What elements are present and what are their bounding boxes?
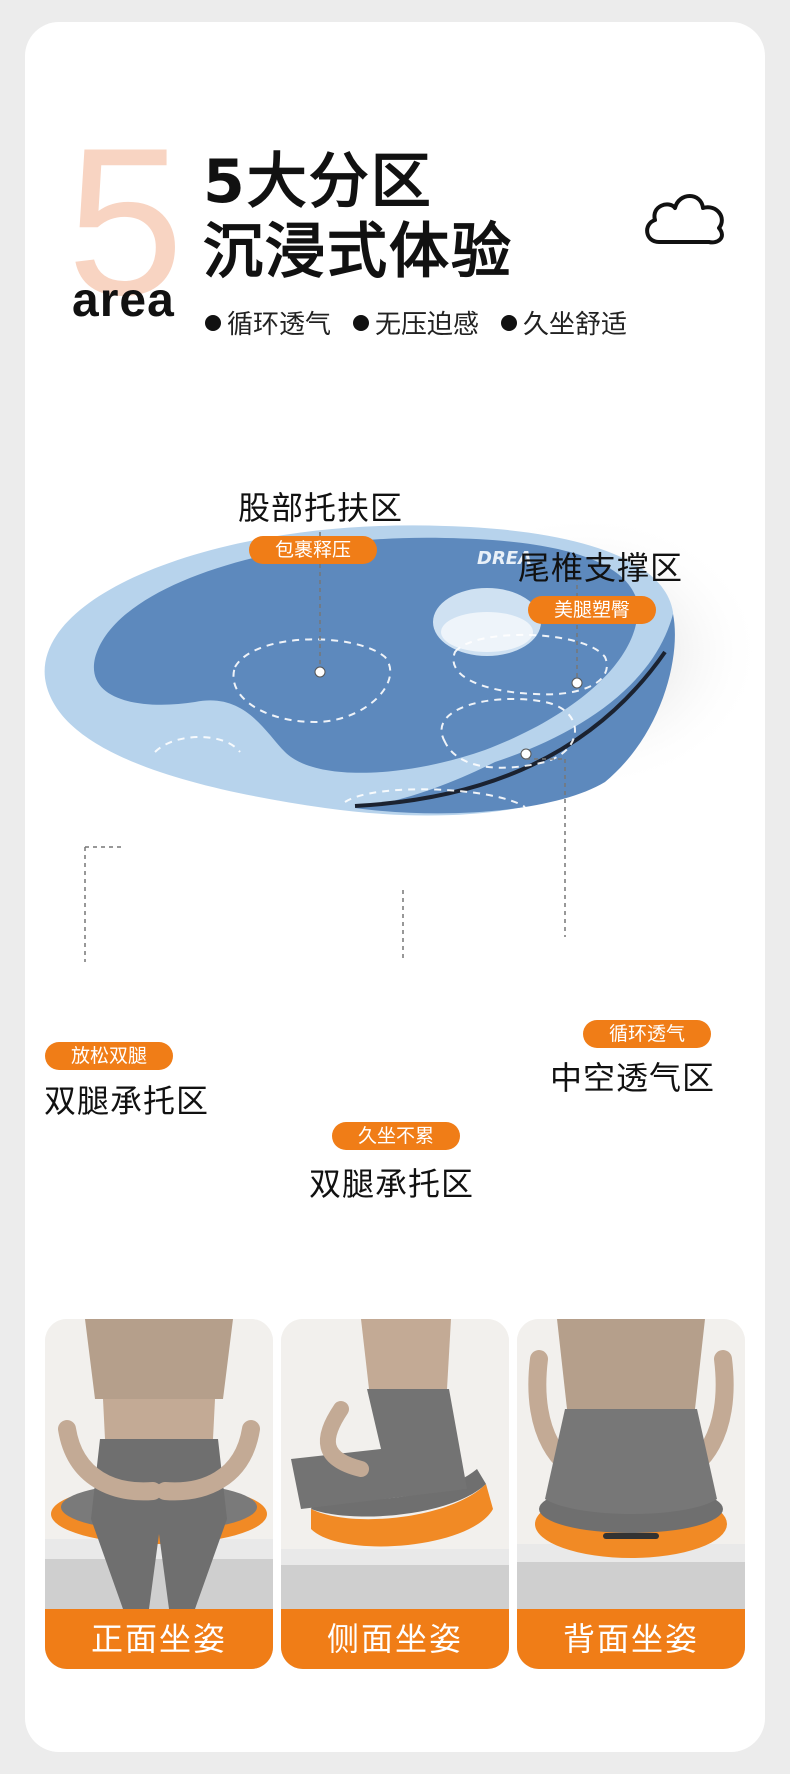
cushion-brand-text: DREA [477, 548, 532, 569]
zone-hollow-name: 中空透气区 [550, 1059, 716, 1097]
zone-legs-left-tag: 放松双腿 [45, 1042, 173, 1070]
bullet-dot-icon [353, 314, 370, 331]
feature-bullet: 无压迫感 [353, 304, 479, 341]
title-line-1: 5大分区 [203, 147, 433, 217]
posture-photo-side: 侧面坐姿 [281, 1319, 509, 1669]
title-line-2: 沉浸式体验 [203, 217, 513, 287]
posture-gallery: 正面坐姿 侧面坐姿 [45, 1319, 745, 1669]
back-sitting-illustration [517, 1319, 745, 1669]
bullet-dot-icon [501, 314, 518, 331]
big-number-watermark: 5 [67, 104, 184, 339]
zone-legs-center-name: 双腿承托区 [309, 1165, 475, 1203]
zone-hollow-tag: 循环透气 [583, 1020, 711, 1048]
front-sitting-illustration [45, 1319, 273, 1669]
posture-caption: 正面坐姿 [45, 1609, 273, 1669]
feature-bullets: 循环透气 无压迫感 久坐舒适 [205, 304, 627, 341]
zone-legs-center-tag: 久坐不累 [332, 1122, 460, 1150]
product-card: 5 area 5大分区 沉浸式体验 循环透气 无压迫感 久坐舒适 DREA [25, 22, 765, 1752]
feature-bullet: 循环透气 [205, 304, 331, 341]
posture-caption: 侧面坐姿 [281, 1609, 509, 1669]
posture-photo-back: 背面坐姿 [517, 1319, 745, 1669]
cloud-icon [645, 194, 724, 245]
bullet-dot-icon [205, 314, 221, 331]
zone-tailbone-tag: 美腿塑臀 [528, 596, 656, 624]
zone-legs-left-name: 双腿承托区 [44, 1082, 210, 1120]
feature-bullet: 久坐舒适 [501, 304, 627, 341]
cushion-illustration: DREA [44, 512, 765, 962]
posture-photo-front: 正面坐姿 [45, 1319, 273, 1669]
area-word: area [72, 274, 175, 327]
zone-markers [314, 666, 583, 760]
zone-hip-name: 股部托扶区 [238, 489, 404, 527]
zone-tailbone-name: 尾椎支撑区 [518, 549, 684, 587]
posture-caption: 背面坐姿 [517, 1609, 745, 1669]
zone-hip-tag: 包裹释压 [249, 536, 377, 564]
side-sitting-illustration [281, 1319, 509, 1669]
